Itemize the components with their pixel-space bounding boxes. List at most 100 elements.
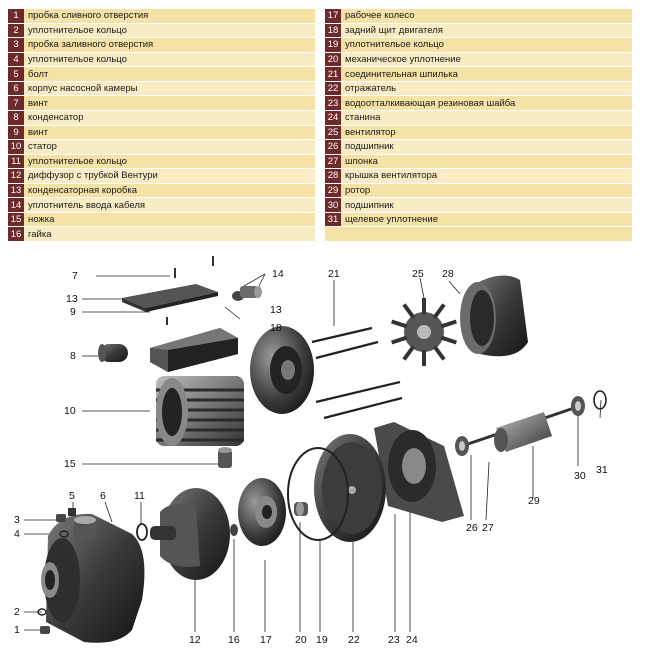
legend-label: пробка заливного отверстия [28, 39, 154, 51]
callout-10: 10 [64, 405, 76, 417]
legend-number: 28 [325, 169, 341, 183]
o-ring [287, 447, 349, 541]
legend-label: статор [28, 141, 57, 153]
legend-row: 30 подшипник [325, 198, 632, 213]
legend-number: 29 [325, 183, 341, 198]
legend-number: 22 [325, 81, 341, 96]
legend-label: механическое уплотнение [345, 53, 461, 65]
legend-label: корпус насосной камеры [28, 83, 138, 95]
legend-number: 1 [8, 9, 24, 23]
legend-number: 27 [325, 154, 341, 169]
capacitor-box-lid [122, 284, 218, 312]
legend-label: винт [28, 126, 48, 138]
legend-label: уплотнительое кольцо [28, 53, 127, 65]
legend-row: 24 станина [325, 110, 632, 126]
legend-number: 25 [325, 125, 341, 140]
callout-14: 14 [272, 268, 284, 280]
callout-29: 29 [528, 495, 540, 507]
callout-1: 1 [14, 624, 20, 636]
legend-label: вентилятор [345, 126, 396, 138]
legend-number: 7 [8, 96, 24, 110]
callout-24: 24 [406, 634, 418, 646]
callout-21: 21 [328, 268, 340, 280]
fan-cover [460, 275, 528, 357]
callout-27: 27 [482, 522, 494, 534]
exploded-view-diagram: 7 13 9 8 10 15 14 13 18 21 25 28 31 30 2… [0, 250, 663, 670]
legend-number: 4 [8, 52, 24, 67]
nut [230, 524, 238, 536]
legend-number-empty [325, 227, 341, 241]
legend-label: щелевое уплотнение [345, 214, 438, 226]
legend-row: 4 уплотнительое кольцо [8, 52, 315, 68]
legend-number: 24 [325, 110, 341, 125]
legend-label: конденсатор [28, 112, 84, 124]
legend-number: 19 [325, 38, 341, 52]
cable-gland [232, 286, 262, 301]
legend-label: пробка сливного отверстия [28, 10, 149, 22]
pump-parts-drawing [24, 256, 607, 643]
callout-25: 25 [412, 268, 424, 280]
legend-number: 6 [8, 81, 24, 96]
legend-label: задний щит двигателя [345, 24, 443, 36]
legend-row: 9 винт [8, 125, 315, 141]
legend-label: станина [345, 112, 381, 124]
legend-label: гайка [28, 228, 52, 240]
legend-number: 13 [8, 183, 24, 198]
legend-number: 26 [325, 140, 341, 154]
callout-5: 5 [69, 490, 75, 502]
callout-20: 20 [295, 634, 307, 646]
stator [156, 376, 244, 446]
legend-number: 9 [8, 125, 24, 140]
legend-label: диффузор с трубкой Вентури [28, 170, 158, 182]
callout-18: 18 [270, 322, 282, 334]
motor-back-shield [250, 326, 314, 414]
seal-ring [136, 523, 148, 541]
callout-8: 8 [70, 350, 76, 362]
legend-label: подшипник [345, 199, 394, 211]
legend-number: 12 [8, 169, 24, 183]
leader-lines [24, 273, 602, 632]
legend-label: шпонка [345, 155, 378, 167]
legend-number: 23 [325, 96, 341, 110]
callout-13: 13 [66, 293, 78, 305]
legend-row: 18 задний щит двигателя [325, 23, 632, 39]
capacitor-box [150, 328, 238, 372]
screws [166, 256, 214, 325]
plugs [37, 508, 76, 634]
legend-number: 18 [325, 23, 341, 38]
legend-label: конденсаторная коробка [28, 185, 138, 197]
legend-row: 12 диффузор с трубкой Вентури [8, 169, 315, 184]
legend-label: рабочее колесо [345, 10, 415, 22]
rotor [461, 404, 581, 452]
legend-number: 30 [325, 198, 341, 212]
legend-row: 27 шпонка [325, 154, 632, 170]
legend-label: ротор [345, 185, 371, 197]
callout-12: 12 [189, 634, 201, 646]
legend-row: 13 конденсаторная коробка [8, 183, 315, 199]
diffuser [150, 488, 230, 580]
frame [374, 422, 464, 522]
impeller [238, 478, 286, 546]
legend-label: ножка [28, 214, 55, 226]
legend-label: уплотнитель ввода кабеля [28, 199, 146, 211]
callout-4: 4 [14, 528, 20, 540]
callout-22: 22 [348, 634, 360, 646]
callout-30: 30 [574, 470, 586, 482]
